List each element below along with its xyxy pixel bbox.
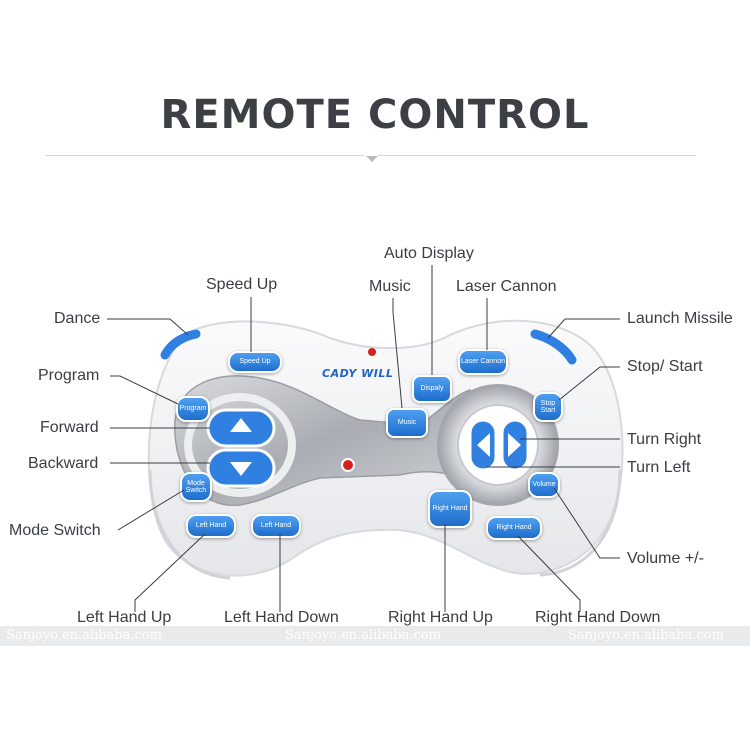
volume-button[interactable]: Volume — [528, 472, 560, 498]
label-right-hand-up: Right Hand Up — [388, 609, 493, 626]
label-volume: Volume +/- — [627, 550, 704, 567]
divider-notch — [366, 156, 378, 162]
brand-logo: CADY WILL — [322, 367, 394, 380]
watermark-left: Sanjoyo.en.alibaba.com — [6, 628, 162, 643]
left-hand-down-button[interactable]: Left Hand — [251, 514, 301, 538]
label-program: Program — [38, 367, 100, 384]
right-hand-up-button[interactable]: Right Hand — [428, 490, 472, 528]
label-stop-start: Stop/ Start — [627, 358, 703, 375]
label-forward: Forward — [40, 419, 99, 436]
label-backward: Backward — [28, 455, 99, 472]
label-laser-cannon: Laser Cannon — [456, 278, 557, 295]
label-mode-switch: Mode Switch — [9, 522, 101, 539]
right-hand-down-button[interactable]: Right Hand — [486, 516, 542, 540]
label-speed-up: Speed Up — [206, 276, 278, 293]
label-dance: Dance — [54, 310, 101, 327]
label-turn-left: Turn Left — [627, 459, 691, 476]
label-launch-missile: Launch Missile — [627, 310, 733, 327]
stop-start-button[interactable]: Stop Start — [533, 392, 563, 422]
music-button[interactable]: Music — [386, 408, 428, 438]
watermark-bar — [0, 626, 750, 646]
watermark-center: Sanjoyo.en.alibaba.com — [285, 628, 441, 643]
program-button[interactable]: Program — [176, 396, 210, 422]
watermark-right: Sanjoyo.en.alibaba.com — [568, 628, 724, 643]
left-hand-up-button[interactable]: Left Hand — [186, 514, 236, 538]
mode-switch-button[interactable]: Mode Switch — [180, 472, 212, 502]
label-left-hand-down: Left Hand Down — [224, 609, 339, 626]
label-left-hand-up: Left Hand Up — [77, 609, 172, 626]
label-music: Music — [369, 278, 411, 295]
laser-cannon-button[interactable]: Laser Cannon — [458, 349, 508, 375]
title-divider-left — [46, 155, 364, 156]
page-title: REMOTE CONTROL — [160, 92, 590, 138]
label-turn-right: Turn Right — [627, 431, 702, 448]
speed-up-button[interactable]: Speed Up — [228, 351, 282, 373]
title-divider-right — [378, 155, 696, 156]
label-auto-display: Auto Display — [384, 245, 474, 262]
label-right-hand-down: Right Hand Down — [535, 609, 661, 626]
display-button[interactable]: Dispaly — [412, 375, 452, 403]
